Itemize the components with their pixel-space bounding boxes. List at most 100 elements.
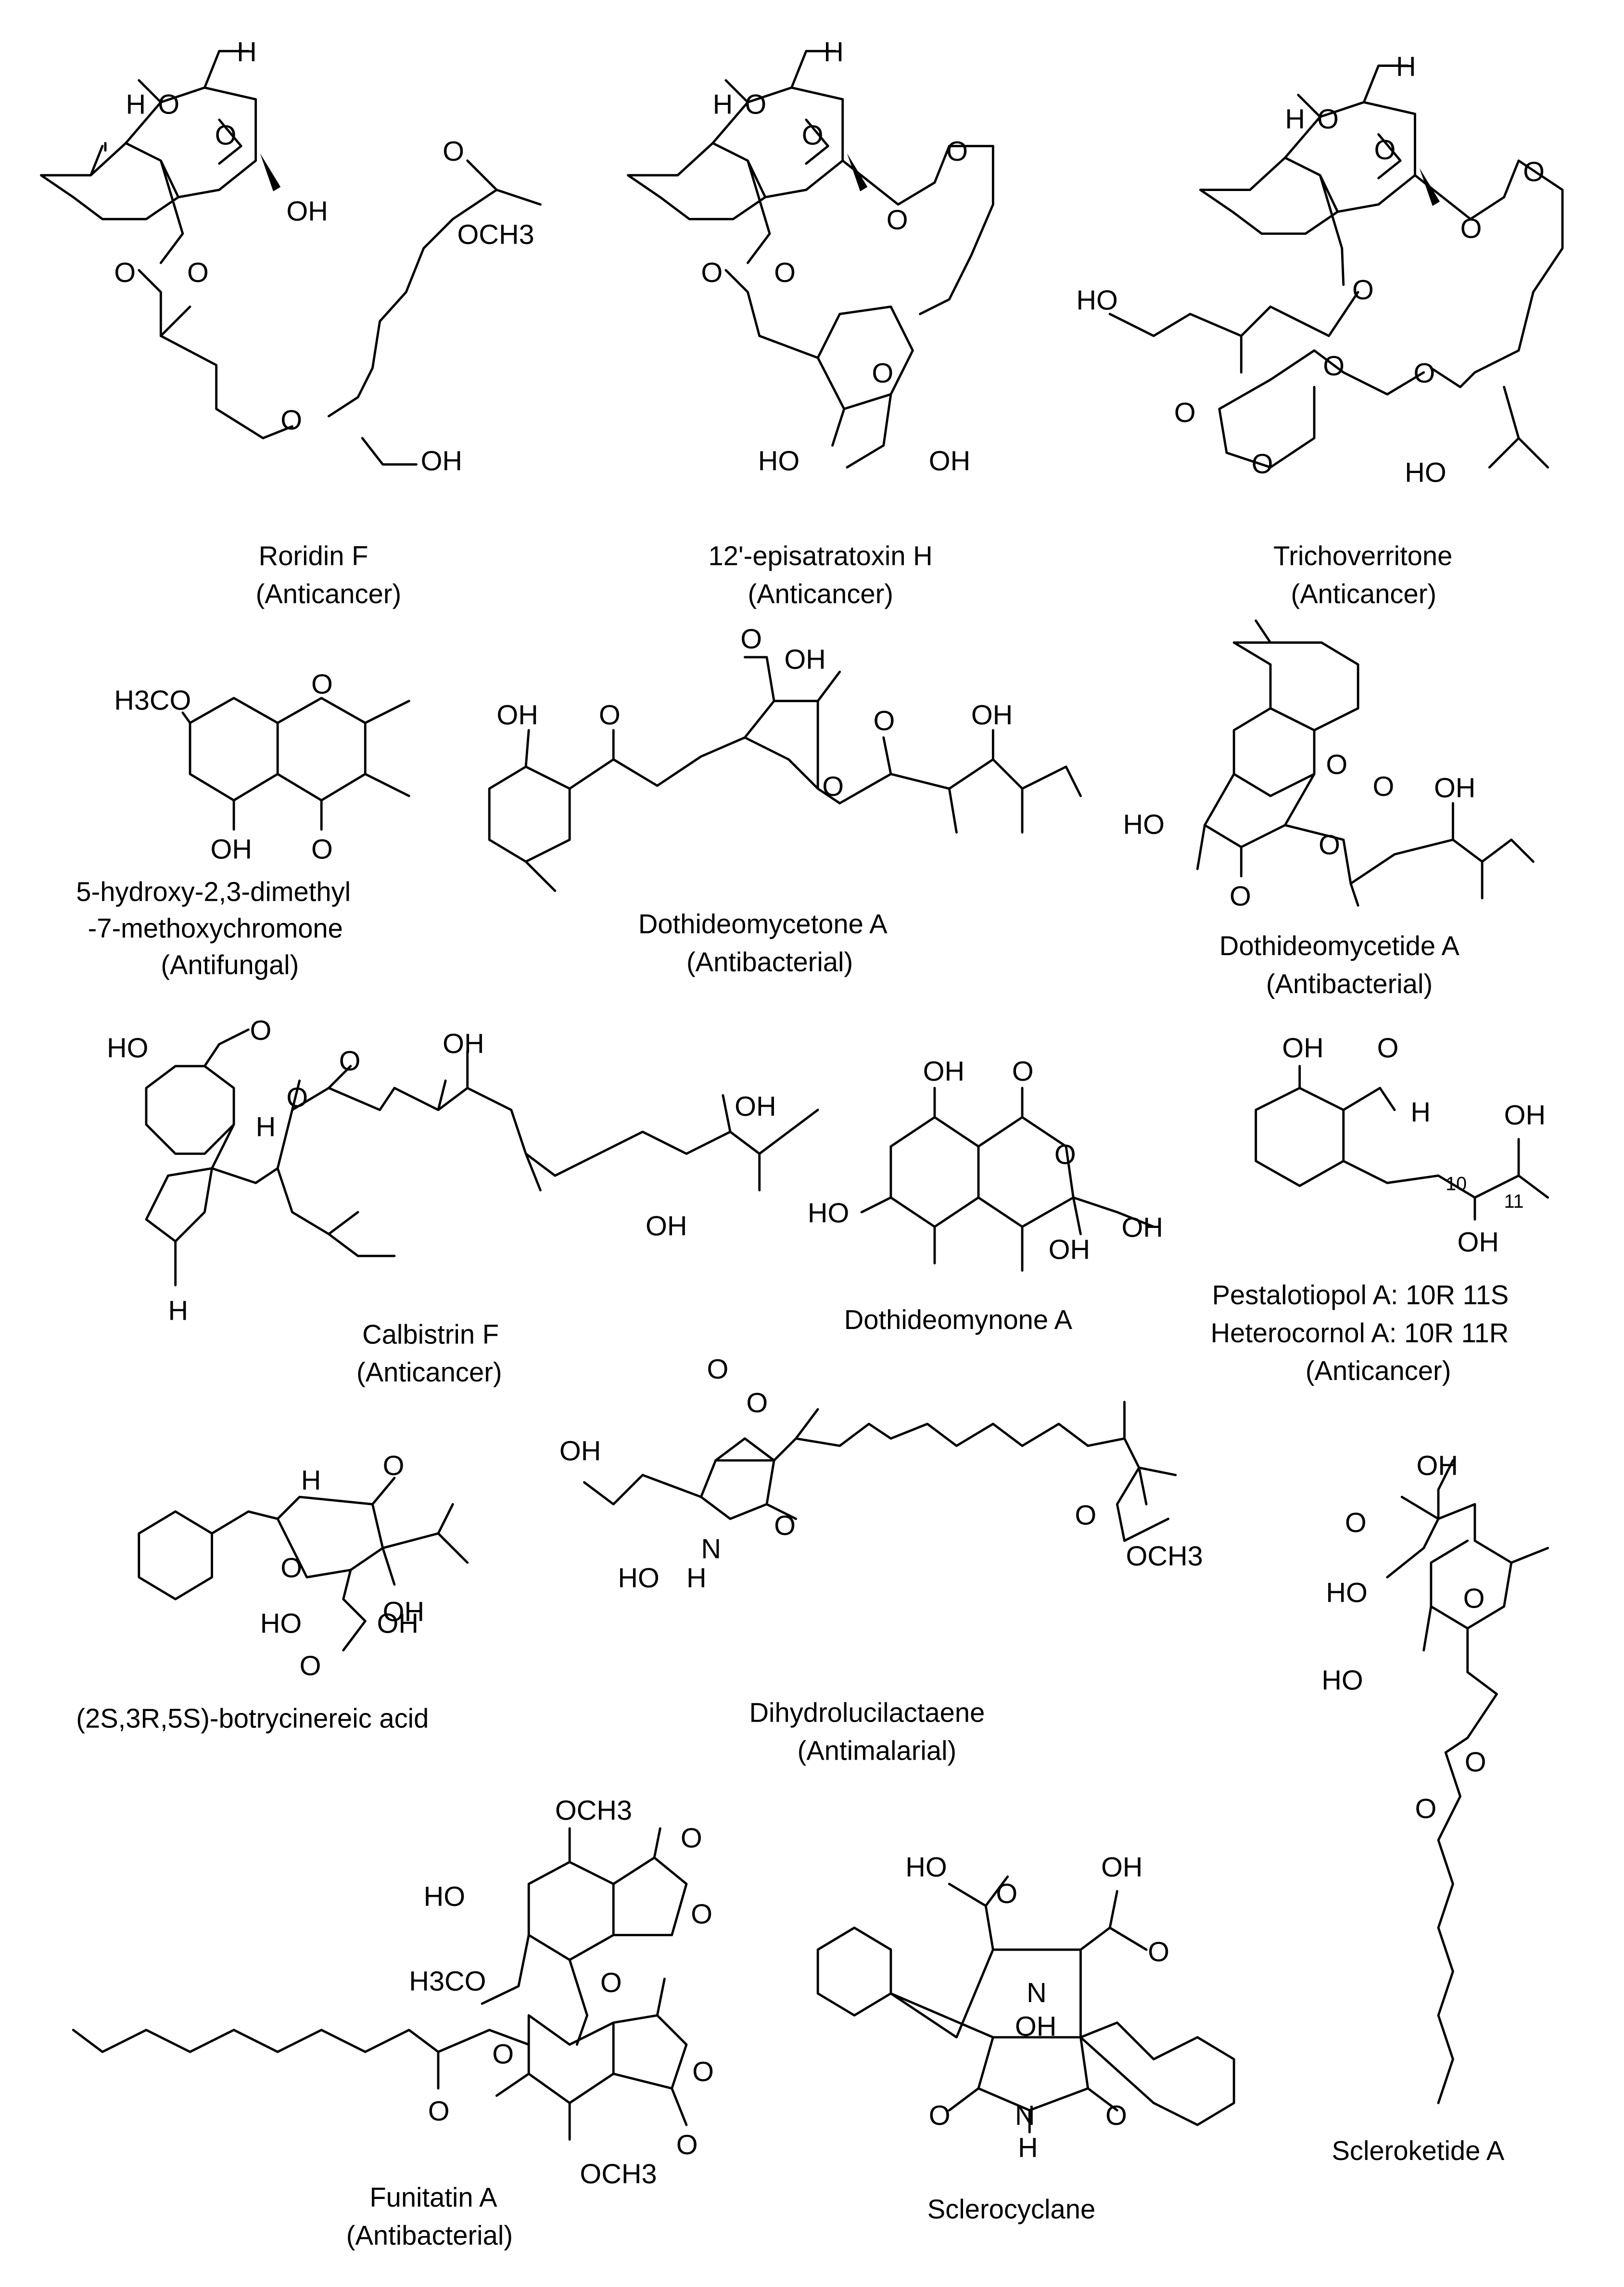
compound-name-line2: -7-methoxychromone — [88, 913, 343, 944]
atom-o: O — [286, 1083, 308, 1113]
locant-10: 10 — [1446, 1174, 1467, 1195]
atom-oh: OH — [559, 1436, 601, 1467]
compound-name: Dothideomynone A — [844, 1304, 1073, 1335]
atom-o: O — [802, 120, 824, 151]
atom-o: O — [492, 2039, 514, 2070]
atom-ho: HO — [808, 1198, 849, 1228]
atom-o: O — [681, 1823, 702, 1853]
compound-scleroketide-a: OH O HO O HO O O Scleroketide A — [1321, 1450, 1549, 2166]
atom-oh: OH — [1015, 2011, 1056, 2042]
atom-ho: HO — [1076, 285, 1117, 316]
atom-h: H — [686, 1563, 707, 1594]
compound-funitatin-a: OCH3 O HO O H3CO O O O O OCH3 O Funitati… — [72, 1795, 714, 2250]
atom-oh: OH — [923, 1056, 964, 1087]
atom-h: H — [256, 1112, 276, 1142]
atom-oh: OH — [286, 196, 328, 227]
compound-activity: (Anticancer) — [356, 1357, 502, 1387]
compound-name: Dothideomycetone A — [638, 908, 888, 939]
compound-dihydrolucilactaene: O O OH HO N H O O OCH3 Dihydrolucilactae… — [559, 1354, 1203, 1765]
compound-12-episatratoxin-h: H H O O O O O O O HO OH 12'-episatratoxi… — [627, 37, 994, 609]
atom-o: O — [428, 2096, 450, 2127]
atom-o: O — [1319, 830, 1340, 861]
atom-o: O — [1352, 275, 1374, 306]
atom-o: O — [774, 257, 796, 288]
atom-oh: OH — [1417, 1450, 1458, 1481]
atom-h: H — [1396, 51, 1416, 82]
atom-o: O — [1345, 1508, 1367, 1538]
atom-oh: OH — [1121, 1213, 1163, 1243]
compound-activity: (Antibacterial) — [346, 2220, 513, 2250]
compound-activity: (Anticancer) — [256, 579, 402, 609]
atom-ho: HO — [1405, 458, 1446, 488]
atom-oh: OH — [211, 834, 252, 865]
atom-oh: OH — [1434, 773, 1475, 804]
atom-oh: OH — [646, 1211, 687, 1242]
atom-h3co: H3CO — [409, 1966, 486, 1997]
atom-oh: OH — [383, 1597, 424, 1627]
atom-o: O — [250, 1015, 271, 1046]
atom-o: O — [1372, 771, 1394, 802]
atom-o: O — [1075, 1500, 1096, 1531]
atom-o: O — [1323, 351, 1345, 382]
atom-oh: OH — [784, 644, 825, 675]
atom-och3: OCH3 — [457, 219, 534, 250]
compound-name: Calbistrin F — [362, 1319, 499, 1349]
atom-o: O — [691, 1899, 712, 1929]
atom-o: O — [1374, 135, 1396, 166]
compound-activity: (Antimalarial) — [798, 1735, 957, 1765]
atom-ho: HO — [107, 1033, 148, 1063]
atom-o: O — [745, 89, 766, 120]
compound-name: Funitatin A — [369, 2182, 497, 2212]
atom-ho: HO — [618, 1563, 659, 1594]
atom-n: N — [701, 1533, 721, 1564]
atom-o: O — [996, 1878, 1017, 1909]
atom-h: H — [237, 37, 257, 67]
atom-h: H — [713, 89, 733, 120]
atom-o: O — [1523, 156, 1545, 187]
atom-o: O — [1105, 2100, 1127, 2131]
atom-oh: OH — [1282, 1033, 1323, 1063]
compound-calbistrin-f: HO O H O O OH OH OH H Calbistrin F (Anti… — [107, 1015, 819, 1387]
atom-h3co: H3CO — [114, 685, 191, 716]
atom-o: O — [929, 2100, 951, 2131]
atom-oh: OH — [929, 446, 970, 476]
compound-activity: (Antibacterial) — [686, 946, 853, 977]
atom-o: O — [740, 624, 762, 655]
atom-oh: OH — [1101, 1852, 1142, 1883]
atom-h: H — [126, 89, 146, 120]
compound-name-line2: Heterocornol A: 10R 11R — [1211, 1317, 1509, 1348]
compound-activity: (Antibacterial) — [1266, 969, 1433, 999]
atom-o: O — [746, 1388, 768, 1418]
locant-11: 11 — [1504, 1191, 1524, 1212]
atom-o: O — [707, 1354, 728, 1385]
atom-o: O — [1317, 104, 1339, 135]
atom-n: N — [1027, 1978, 1047, 2008]
atom-o: O — [676, 2130, 698, 2160]
atom-oh: OH — [496, 700, 538, 730]
compound-activity: (Anticancer) — [1291, 579, 1437, 609]
atom-o: O — [1377, 1033, 1399, 1063]
atom-h: H — [1410, 1097, 1431, 1128]
atom-h: H — [168, 1296, 189, 1327]
atom-o: O — [1148, 1937, 1169, 1968]
atom-o: O — [339, 1046, 361, 1077]
atom-o: O — [311, 834, 333, 865]
atom-h: H — [824, 37, 844, 67]
atom-o: O — [187, 257, 209, 288]
atom-o: O — [1326, 750, 1347, 780]
compound-pestalotiopol-a: OH O H OH 10 11 OH Pestalotiopol A: 10R … — [1211, 1033, 1549, 1386]
atom-och3: OCH3 — [580, 2159, 657, 2190]
atom-oh: OH — [443, 1028, 484, 1059]
compound-activity: (Anticancer) — [748, 579, 893, 609]
compound-roridin-f: H H O O OH O O O OCH3 O OH Roridin F (An… — [40, 37, 542, 609]
atom-o: O — [873, 706, 895, 737]
compound-name: Sclerocyclane — [927, 2194, 1095, 2224]
atom-o: O — [311, 669, 333, 700]
compound-name: Roridin F — [259, 541, 368, 571]
atom-oh: OH — [971, 700, 1013, 730]
compound-chromone: H3CO O OH O 5-hydroxy-2,3-dimethyl -7-me… — [76, 669, 410, 980]
atom-o: O — [822, 771, 844, 802]
atom-o: O — [946, 136, 968, 167]
atom-o: O — [600, 1968, 622, 1998]
